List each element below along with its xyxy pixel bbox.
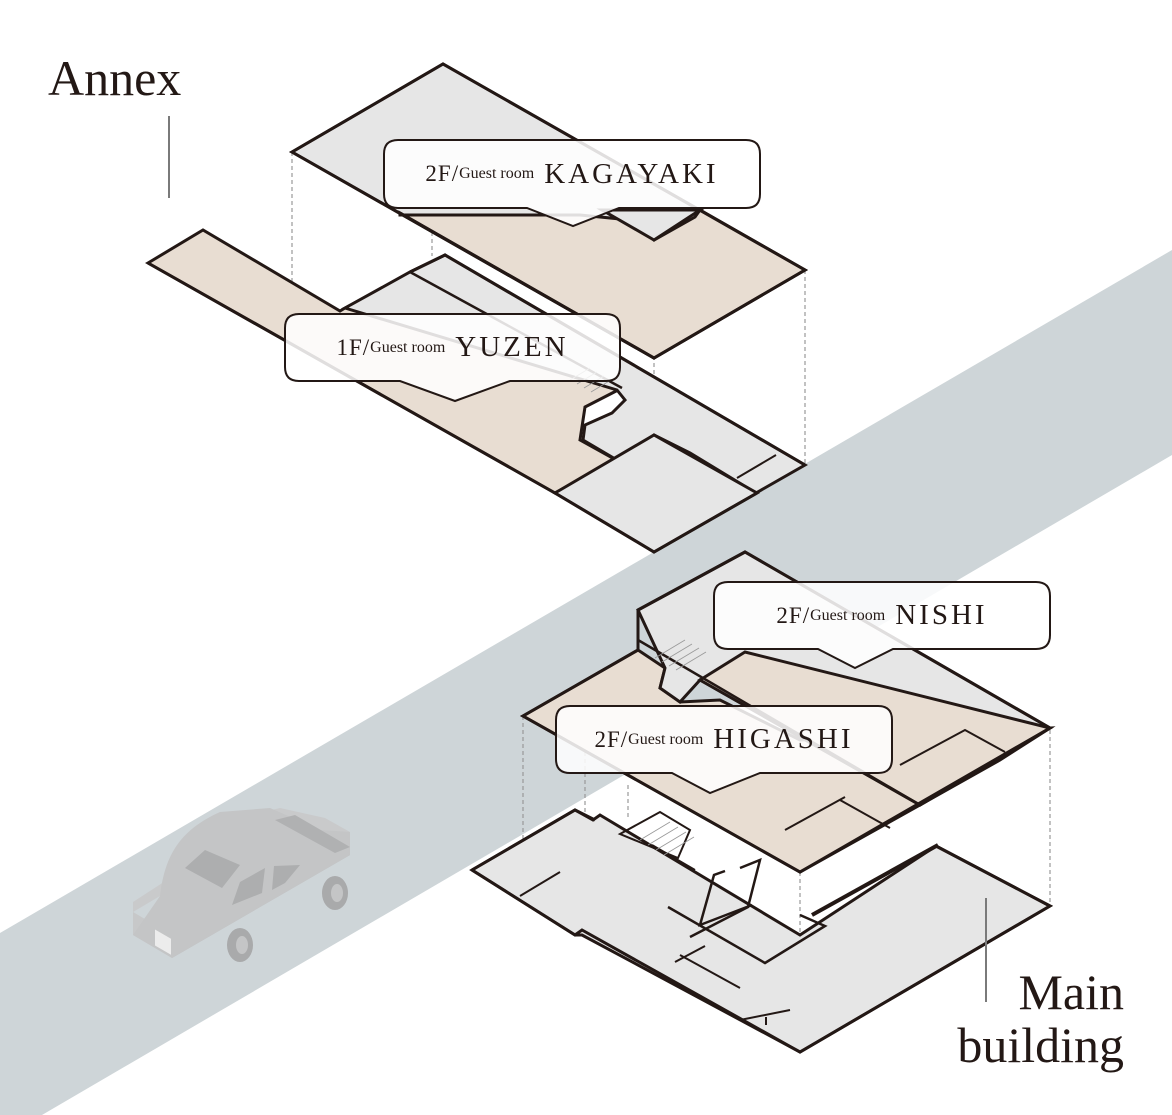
callout-floor: 1F/ [336, 334, 371, 360]
callout-floor: 2F/ [425, 161, 460, 186]
callout-kagayaki[interactable]: 2F/ Guest room KAGAYAKI [384, 140, 760, 208]
callout-yuzen[interactable]: 1F/ Guest room YUZEN [285, 314, 620, 381]
callout-kind: Guest room [810, 606, 886, 624]
main-building-title-line2: building [957, 1016, 1124, 1073]
callout-kagayaki-box [383, 139, 761, 228]
callout-nishi[interactable]: 2F/ Guest room NISHI [714, 582, 1050, 649]
main-leader-line [985, 898, 987, 1002]
callout-floor: 2F/ [776, 602, 811, 628]
car-icon [133, 808, 350, 962]
callout-room-name: KAGAYAKI [544, 157, 719, 190]
callout-kind: Guest room [370, 338, 446, 356]
callout-room-name: HIGASHI [713, 723, 854, 755]
callout-shapes [284, 139, 1051, 795]
main-building-title-line1: Main [1018, 964, 1124, 1020]
main-building-title: Main building [957, 966, 1124, 1071]
main-1f-floor [469, 808, 1054, 1054]
main-1f-stairs [639, 821, 695, 856]
callout-higashi[interactable]: 2F/ Guest room HIGASHI [556, 706, 892, 773]
callout-kind: Guest room [459, 165, 535, 182]
callout-kind: Guest room [628, 730, 704, 748]
callout-nishi-box [713, 581, 1051, 670]
callout-floor: 2F/ [594, 726, 629, 752]
annex-title: Annex [48, 50, 182, 106]
callout-room-name: NISHI [895, 599, 988, 631]
callout-room-name: YUZEN [455, 331, 569, 363]
callout-higashi-box [555, 705, 893, 795]
annex-leader-line [168, 116, 170, 198]
main-2f-stairs [654, 639, 707, 671]
